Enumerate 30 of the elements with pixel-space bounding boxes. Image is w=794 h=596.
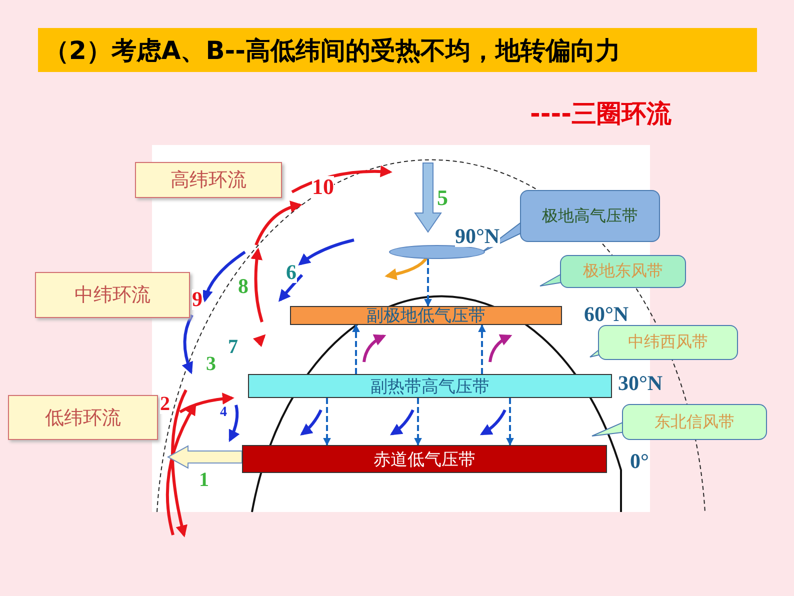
circulation-label-box [135,162,282,198]
node-text: 中纬西风带 [628,332,708,353]
node-text: 中纬环流 [74,283,150,308]
label: 10 [312,176,334,198]
node-text: 高纬环流 [170,168,246,193]
arrow [414,398,422,446]
arrow [352,324,360,374]
node-text: 赤道低气压带 [374,448,476,470]
pressure-belt-bar [242,445,607,473]
arrow [478,324,486,374]
node-text: 副极地低气压带 [366,305,486,327]
arrow [424,259,432,307]
label: 90°N [455,226,500,247]
label: 0° [630,451,649,472]
title: （2）考虑A、B--高低纬间的受热不均，地转偏向力 [44,35,621,67]
node-text: 副热带高气压带 [370,376,490,398]
node-text: 极地东风带 [583,261,663,282]
pressure-belt-bar [290,306,562,325]
block-arrow [166,445,242,469]
pressure-belt-bar [248,374,612,398]
circulation-label-box [8,395,158,440]
node-text: 极地高气压带 [542,206,638,226]
label: 30°N [618,373,663,394]
circulation-label-box [35,272,190,318]
arrow [323,398,331,446]
arrow [506,398,514,446]
subtitle: ----三圈环流 [530,98,672,130]
node-text: 东北信风带 [654,412,734,432]
label: 6 [286,262,296,283]
node-text: 低纬环流 [45,406,121,430]
